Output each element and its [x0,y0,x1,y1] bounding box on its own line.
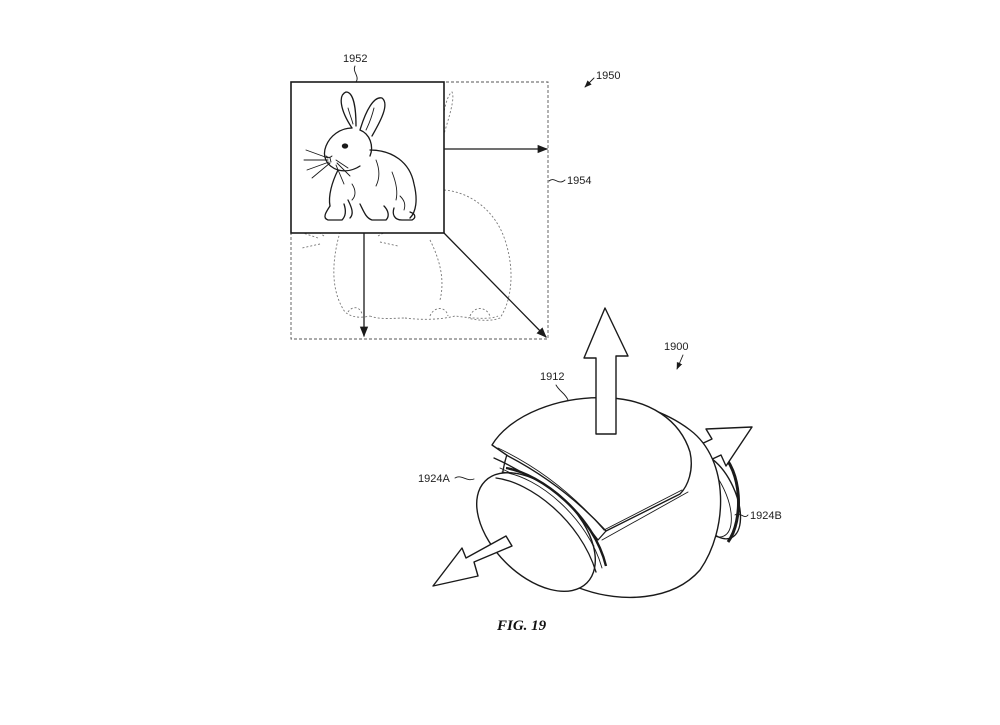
leader-1924A [454,476,475,481]
leader-1952 [353,65,358,83]
figure-caption: FIG. 19 [496,618,547,634]
rabbit-illustration [303,91,417,221]
image-frame-assembly: 1952 1950 1954 [290,53,620,340]
up-arrow [583,307,629,435]
left-arrow [432,535,513,587]
label-1954: 1954 [567,175,591,187]
image-plane [290,81,445,234]
top-shell [491,397,692,532]
leader-1924B [734,513,749,517]
label-1900: 1900 [664,341,688,353]
leader-1900 [676,354,684,370]
dashed-volume-frame [290,81,549,340]
label-1952: 1952 [343,53,367,65]
disc-1924A [475,466,608,593]
leader-1950 [584,77,595,88]
depth-arrow [443,232,547,338]
label-1950: 1950 [596,70,620,82]
leader-1912 [555,384,569,401]
leader-1954 [548,179,566,183]
label-1924B: 1924B [750,510,782,522]
device-assembly: 1900 1912 1924A 1924B [418,307,782,599]
label-1912: 1912 [540,371,564,383]
label-1924A: 1924A [418,473,450,485]
ghost-rabbit [299,91,512,321]
